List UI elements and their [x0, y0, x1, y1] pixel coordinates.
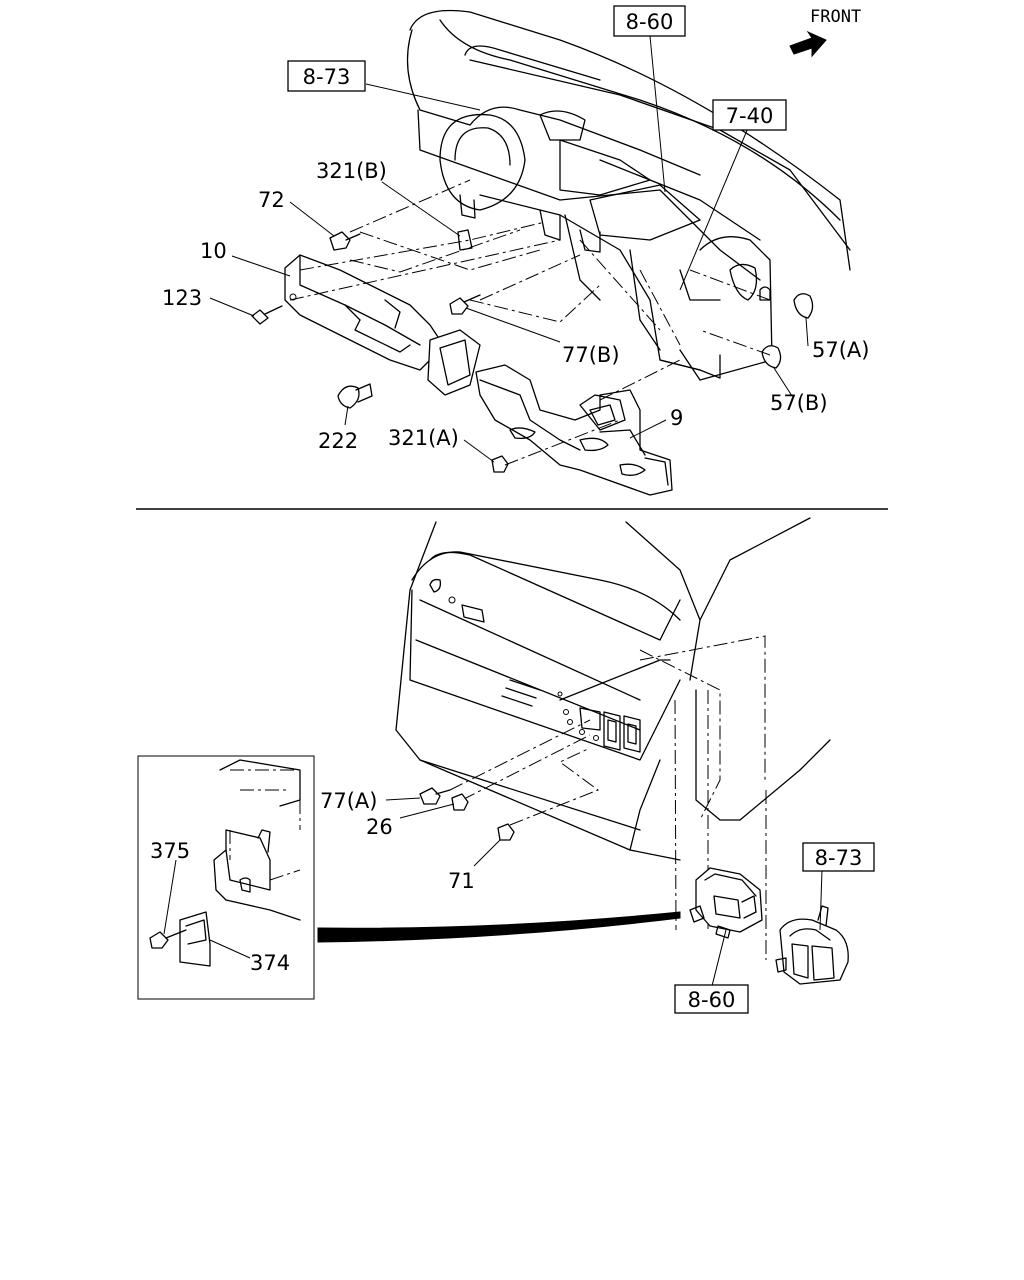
dashed-alignment-lines-bottom [229, 635, 767, 960]
ref-box-7-40 [712, 99, 787, 131]
label-321b: 321(B) [316, 159, 387, 183]
label-77b: 77(B) [562, 343, 620, 367]
ref-8-73-top: 8-73 [303, 65, 351, 89]
front-direction-indicator: FRONT [789, 7, 861, 58]
cab-exterior [395, 517, 831, 861]
ref-box-8-60-top [613, 5, 686, 37]
ref-8-60-top: 8-60 [626, 10, 674, 34]
reference-boxes-top: 8-60 8-73 7-40 [287, 5, 787, 131]
label-72: 72 [258, 188, 285, 212]
label-9: 9 [670, 406, 683, 430]
ref-8-60-bottom: 8-60 [688, 988, 736, 1012]
front-arrow-icon [789, 30, 827, 58]
leader-lines-top [209, 35, 809, 463]
label-321a: 321(A) [388, 426, 459, 450]
reference-boxes-bottom: 8-73 8-60 [674, 842, 875, 1014]
fasteners-top [251, 229, 814, 473]
label-57a: 57(A) [812, 338, 869, 362]
detail-inset-frame [137, 755, 315, 1000]
label-77a: 77(A) [320, 789, 377, 813]
ref-7-40: 7-40 [726, 104, 774, 128]
duct-part-9 [475, 364, 673, 496]
label-26: 26 [366, 815, 393, 839]
label-375: 375 [150, 839, 190, 863]
detail-connector [317, 911, 681, 943]
label-57b: 57(B) [770, 391, 828, 415]
dashed-alignment-lines-top [289, 179, 771, 466]
ref-8-73-bottom: 8-73 [815, 846, 863, 870]
label-71: 71 [448, 869, 475, 893]
detail-inset [137, 755, 315, 1000]
label-123: 123 [162, 286, 202, 310]
part-labels-bottom: 77(A) 26 71 375 374 [150, 789, 475, 975]
leader-lines-bottom [385, 797, 823, 987]
duct-part-10 [284, 254, 481, 396]
label-374: 374 [250, 951, 290, 975]
label-222: 222 [318, 429, 358, 453]
part-labels-top: 321(B) 72 10 123 77(B) 57(A) 57(B) 222 3… [162, 159, 869, 453]
dashboard-assembly [406, 9, 851, 381]
ref-box-8-73-bottom [802, 842, 875, 872]
ref-box-8-60-bottom [674, 984, 749, 1014]
front-label: FRONT [810, 7, 861, 27]
fasteners-bottom [419, 787, 515, 841]
ref-box-8-73-top [287, 60, 366, 92]
heater-units-bottom [689, 867, 849, 985]
label-10: 10 [200, 239, 227, 263]
